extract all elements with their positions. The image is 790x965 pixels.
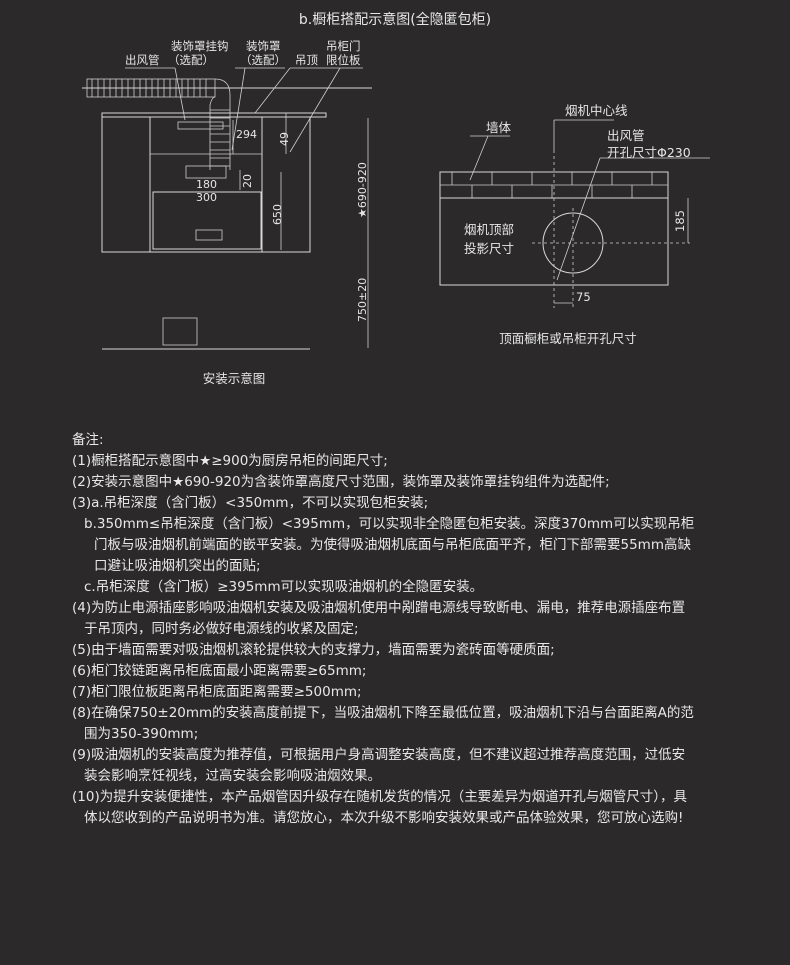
ceiling-plate	[101, 112, 327, 118]
note-line: 口避让吸油烟机突出的面贴;	[94, 558, 261, 574]
note-line: c.吊柜深度（含门板）≥395mm可以实现吸油烟机的全隐匿安装。	[84, 579, 484, 595]
dim-75: 75	[576, 290, 591, 304]
label-door-limit: 吊柜门	[326, 39, 361, 53]
note-line: (8)在确保750±20mm的安装高度前提下，当吸油烟机下降至最低位置，吸油烟机…	[72, 705, 694, 721]
note-line: (1)橱柜搭配示意图中★≥900为厨房吊柜的间距尺寸;	[72, 453, 388, 469]
note-line: (10)为提升安装便捷性，本产品烟管因升级存在随机发货的情况（主要差异为烟道开孔…	[72, 789, 687, 805]
label-centerline: 烟机中心线	[565, 103, 628, 118]
label-duct-hole-size: 开孔尺寸Φ230	[607, 145, 691, 160]
note-line: (2)安装示意图中★690-920为含装饰罩高度尺寸范围，装饰罩及装饰罩挂钩组件…	[72, 474, 610, 490]
note-line: 门板与吸油烟机前端面的嵌平安装。为使得吸油烟机底面与吊柜底面平齐，柜门下部需要5…	[94, 537, 691, 553]
dim-49: 49	[278, 132, 291, 146]
install-diagram: 出风管 装饰罩挂钩 （选配） 装饰罩 （选配） 吊顶 吊柜门 限位板 294 4…	[82, 39, 372, 386]
top-caption: 顶面橱柜或吊柜开孔尺寸	[499, 331, 637, 346]
label-wall: 墙体	[486, 120, 512, 135]
label-duct: 出风管	[125, 53, 160, 67]
note-line: (6)柜门铰链距离吊柜底面最小距离需要≥65mm;	[72, 663, 367, 679]
note-line: (9)吸油烟机的安装高度为推荐值，可根据用户身高调整安装高度，但不建议超过推荐高…	[72, 747, 686, 763]
note-line: 装会影响烹饪视线，过高安装会影响吸油烟效果。	[84, 768, 381, 784]
note-line: 于吊顶内，同时务必做好电源线的收紧及固定;	[84, 621, 359, 637]
dim-300: 300	[196, 191, 217, 204]
label-cover-hook: 装饰罩挂钩	[171, 39, 229, 53]
notes-section: 备注: (1)橱柜搭配示意图中★≥900为厨房吊柜的间距尺寸; (2)安装示意图中…	[72, 430, 752, 829]
install-caption: 安装示意图	[203, 371, 266, 386]
left-cabinet	[101, 116, 151, 253]
duct-pipe	[86, 78, 231, 170]
note-line: (7)柜门限位板距离吊柜底面距离需要≥500mm;	[72, 684, 362, 700]
diagram-title: b.橱柜搭配示意图(全隐匿包柜)	[299, 11, 491, 28]
cover-hook	[177, 121, 224, 130]
dim-690-920: ★690-920	[356, 162, 369, 218]
dim-20: 20	[241, 174, 254, 188]
notes-list: (1)橱柜搭配示意图中★≥900为厨房吊柜的间距尺寸; (2)安装示意图中★690…	[72, 451, 752, 829]
note-line: (5)由于墙面需要对吸油烟机滚轮提供较大的支撑力，墙面需要为瓷砖面等硬质面;	[72, 642, 555, 658]
pot-icon	[162, 317, 198, 346]
label-cover-optional: （选配）	[240, 53, 286, 67]
label-duct-hole: 出风管	[607, 128, 645, 143]
note-line: (3)a.吊柜深度（含门板）<350mm，不可以实现包柜安装;	[72, 495, 429, 511]
hood-body	[152, 191, 262, 250]
label-ceiling: 吊顶	[295, 53, 318, 67]
diagrams: b.橱柜搭配示意图(全隐匿包柜) 出风管 装饰罩挂钩 （选配） 装饰罩	[82, 11, 710, 386]
dim-650: 650	[271, 204, 284, 225]
label-projection: 烟机顶部	[464, 222, 514, 237]
hood-top	[185, 165, 227, 179]
note-line: b.350mm≤吊柜深度（含门板）<395mm，可以实现非全隐匿包柜安装。深度3…	[84, 516, 695, 532]
top-opening-diagram: 烟机中心线 墙体 出风管 开孔尺寸Φ230 烟机顶部 投影尺寸 185 75 顶…	[439, 103, 710, 346]
label-cover-hook-optional: （选配）	[168, 53, 214, 67]
duct-hole	[542, 212, 604, 274]
label-door-limit-2: 限位板	[326, 53, 361, 67]
dim-185: 185	[673, 210, 687, 232]
dim-750: 750±20	[356, 278, 369, 322]
label-projection-2: 投影尺寸	[464, 241, 514, 256]
note-line: 围为350-390mm;	[84, 726, 199, 742]
label-cover: 装饰罩	[246, 39, 281, 53]
notes-heading: 备注:	[72, 432, 104, 448]
note-line: 体以您收到的产品说明书为准。请您放心，本次升级不影响安装效果或产品体验效果，您可…	[84, 810, 684, 826]
dim-180: 180	[196, 178, 217, 191]
note-line: (4)为防止电源插座影响吸油烟机安装及吸油烟机使用中剐蹭电源线导致断电、漏电，推…	[72, 600, 686, 616]
dim-294: 294	[236, 128, 257, 141]
